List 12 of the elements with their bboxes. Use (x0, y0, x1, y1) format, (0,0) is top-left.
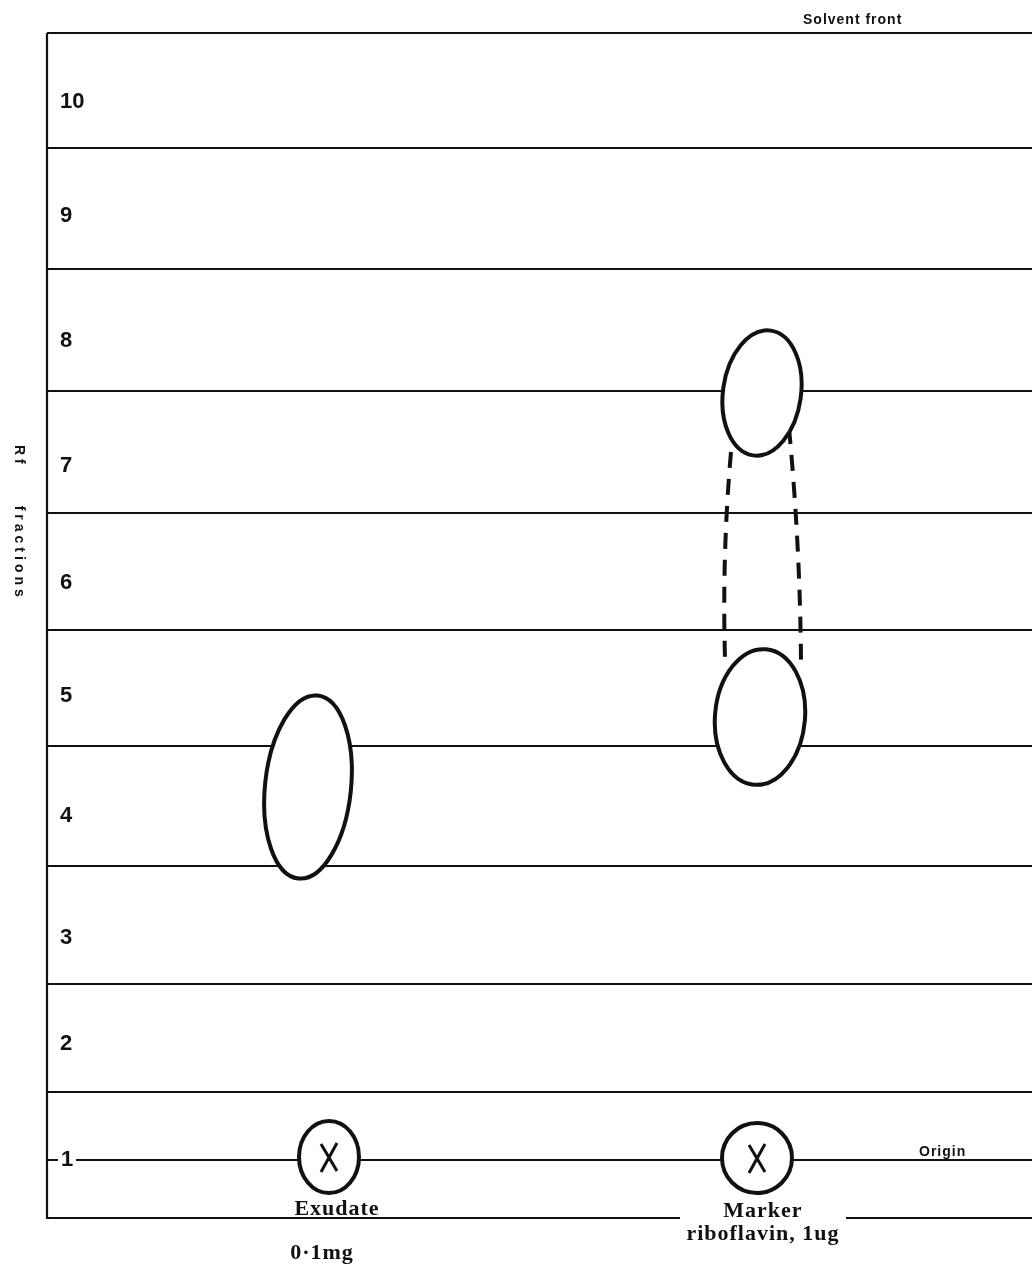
rf-fraction-number: 5 (60, 683, 73, 707)
rf-fraction-number: 3 (60, 925, 73, 949)
amount-label: 0·1mg (289, 1240, 355, 1264)
rf-fraction-number: 7 (60, 453, 73, 477)
rf-fraction-number: 9 (60, 203, 73, 227)
rf-fraction-number: 8 (60, 328, 73, 352)
rf-fraction-number: 4 (60, 803, 73, 827)
rf-fraction-number: 10 (60, 89, 85, 113)
rf-fraction-number: 2 (60, 1031, 73, 1055)
rf-fraction-number: 6 (60, 570, 73, 594)
sample-label: Exudate (293, 1196, 381, 1220)
axis-title: Rf fractions (12, 445, 27, 601)
